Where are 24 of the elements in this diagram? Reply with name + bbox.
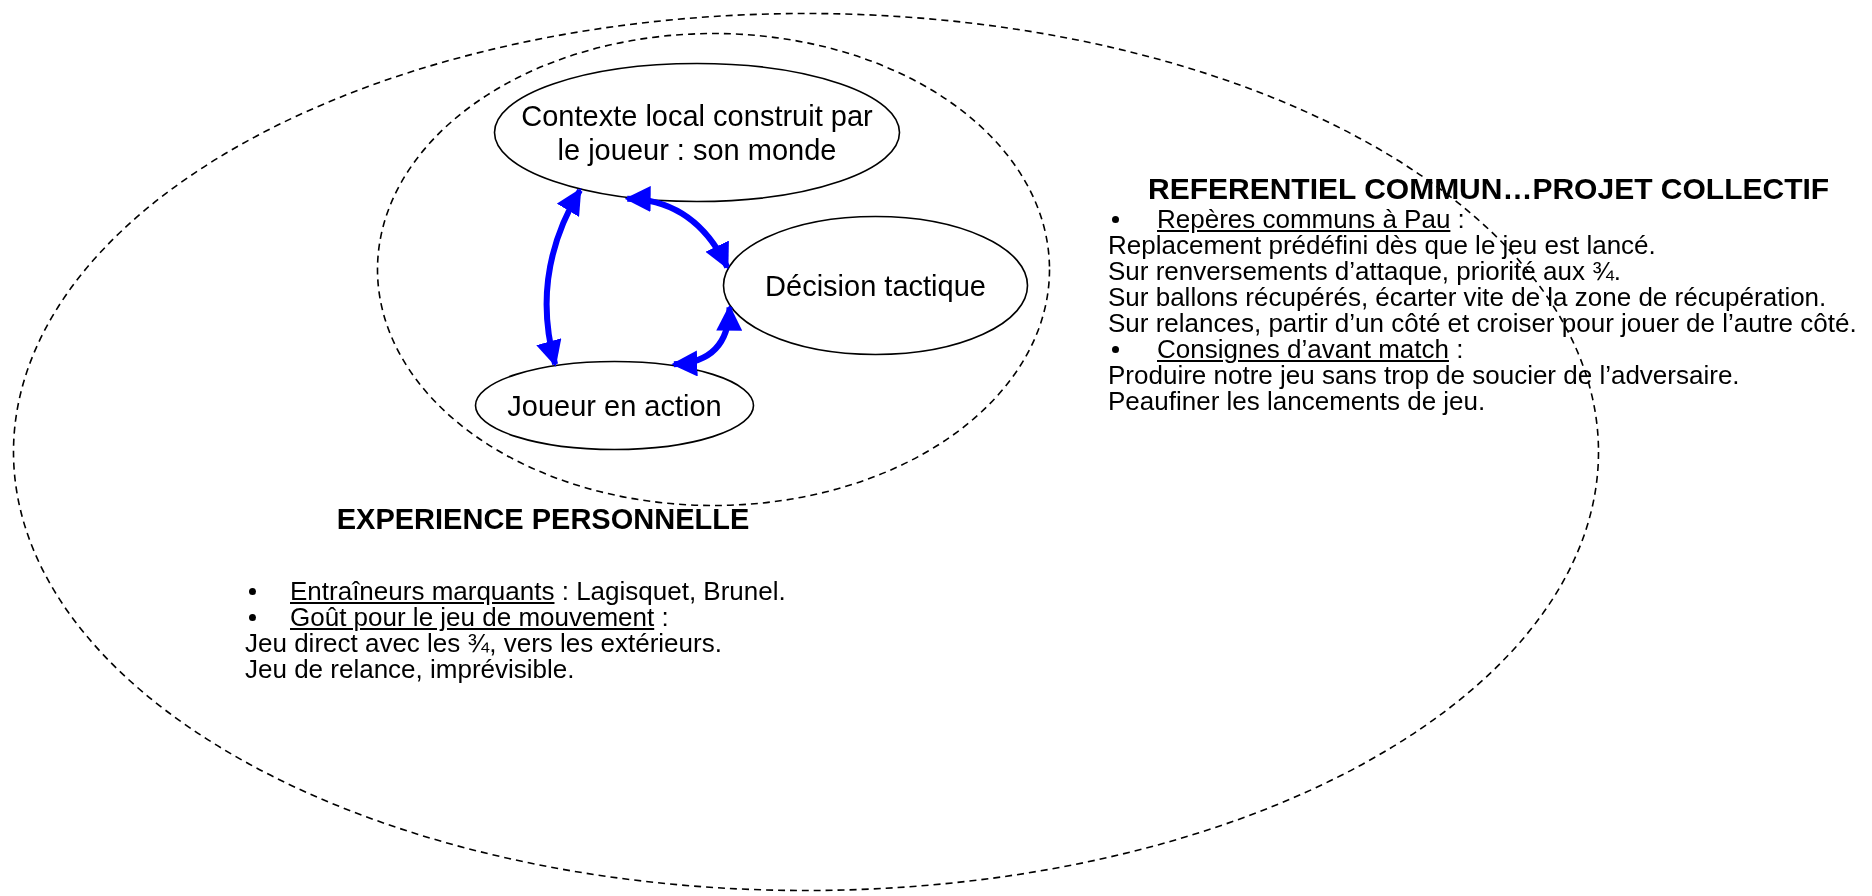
- bullet-item: Repères communs à Pau :: [1157, 206, 1465, 232]
- text-line: Jeu de relance, imprévisible.: [245, 656, 575, 682]
- section-heading: EXPERIENCE PERSONNELLE: [336, 503, 750, 535]
- bullet-item: Entraîneurs marquants : Lagisquet, Brunel.: [290, 578, 786, 604]
- text-line: Produire notre jeu sans trop de soucier de l’adversaire.: [1108, 362, 1741, 388]
- text-line: Replacement prédéfini dès que le jeu est lancé.: [1108, 232, 1657, 258]
- section-heading: REFERENTIEL COMMUN…PROJET COLLECTIF: [1147, 172, 1831, 206]
- node-label: Contexte local construit par le joueur : son monde: [520, 98, 874, 167]
- bullet-item: Goût pour le jeu de mouvement :: [290, 604, 669, 630]
- text-line: Sur ballons récupérés, écarter vite de la zone de récupération.: [1108, 284, 1828, 310]
- ellipse-node: [474, 360, 755, 451]
- double-arrow: [536, 188, 583, 367]
- text-line: Sur renversements d’attaque, priorité aux ¾.: [1108, 258, 1623, 284]
- double-arrow: [671, 304, 742, 376]
- text-line: Sur relances, partir d’un côté et croiser pour jouer de l’autre côté.: [1108, 310, 1858, 336]
- double-arrow: [624, 186, 730, 270]
- text-line: Peaufiner les lancements de jeu.: [1108, 388, 1487, 414]
- ellipse-node: [722, 215, 1029, 356]
- node-label: Décision tactique: [764, 268, 987, 303]
- node-label: Joueur en action: [506, 388, 723, 423]
- text-line: Jeu direct avec les ¾, vers les extérieurs.: [245, 630, 722, 656]
- bullet-item: Consignes d’avant match :: [1157, 336, 1464, 362]
- dashed-ellipse: [376, 32, 1051, 507]
- ellipse-node: [493, 62, 901, 203]
